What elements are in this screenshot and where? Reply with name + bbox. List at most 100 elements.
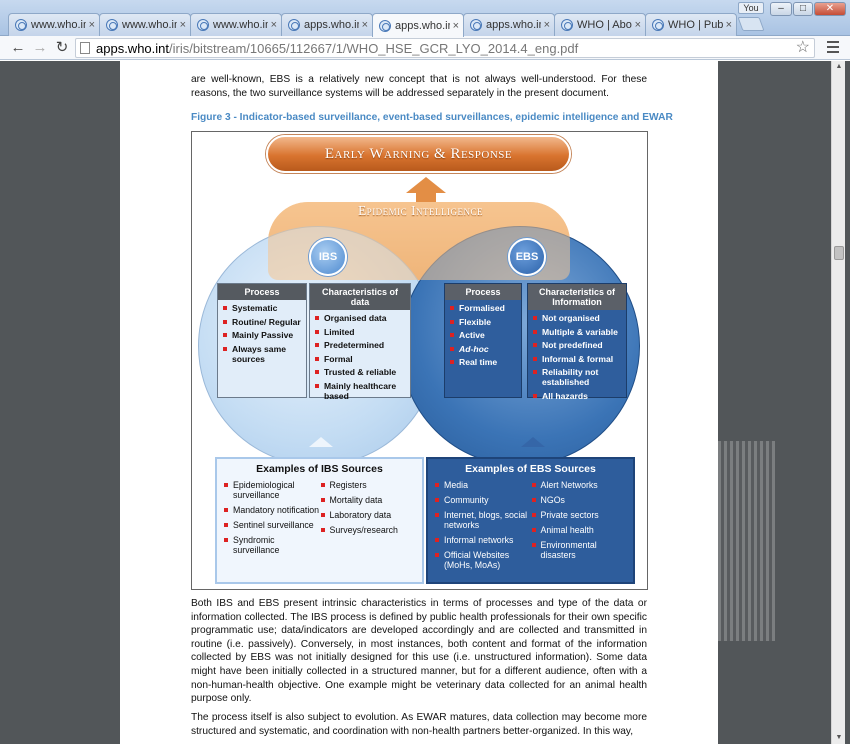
list-item: Animal health	[531, 525, 628, 535]
reload-icon[interactable]: ↻	[55, 39, 69, 56]
list-item: Syndromic surveillance	[223, 535, 320, 555]
list-item: NGOs	[531, 495, 628, 505]
list-item: Routine/ Regular	[222, 317, 304, 327]
page-icon	[80, 42, 90, 54]
list-item: Not organised	[532, 313, 624, 323]
list-item: Internet, blogs, social networks	[434, 510, 531, 530]
up-arrow-icon	[406, 177, 446, 193]
tab-title: www.who.int	[122, 19, 177, 31]
tab-8[interactable]: WHO | Publi ×	[645, 13, 737, 36]
list-item: Community	[434, 495, 531, 505]
tab-3[interactable]: www.who.int ×	[190, 13, 282, 36]
globe-icon	[15, 19, 27, 31]
tab-title: www.who.int	[31, 19, 86, 31]
ibs-badge: IBS	[309, 238, 347, 276]
paragraph-intro: are well-known, EBS is a relatively new …	[191, 74, 647, 99]
list-item: Mainly Passive	[222, 330, 304, 340]
box-title: Process	[445, 284, 521, 300]
list-item: Limited	[314, 327, 408, 337]
tab-title: www.who.int	[213, 19, 268, 31]
scrollbar-thumb[interactable]	[834, 246, 844, 260]
window-titlebar: www.who.int × www.who.int × www.who.int …	[0, 0, 850, 37]
close-icon[interactable]: ×	[634, 19, 641, 31]
close-icon[interactable]: ×	[88, 19, 95, 31]
vertical-scrollbar[interactable]: ▲ ▼	[831, 61, 845, 744]
close-icon[interactable]: ×	[179, 19, 186, 31]
globe-icon	[106, 19, 118, 31]
list-item: Predetermined	[314, 340, 408, 350]
user-profile-badge[interactable]: You	[738, 2, 764, 14]
list-item: Formalised	[449, 303, 519, 313]
ebs-sources-box: Examples of EBS Sources Media Community …	[426, 457, 635, 584]
back-arrow-icon[interactable]: ←	[10, 39, 26, 56]
list-item: Media	[434, 480, 531, 490]
tab-title: WHO | Publi	[668, 19, 723, 31]
pdf-viewer[interactable]: are well-known, EBS is a relatively new …	[0, 61, 850, 744]
close-icon[interactable]: ×	[543, 19, 550, 31]
list-item: All hazards	[532, 391, 624, 401]
box-title: Characteristics of data	[310, 284, 410, 310]
globe-icon	[561, 19, 573, 31]
close-icon[interactable]: ×	[270, 19, 277, 31]
early-warning-response-banner: Early Warning & Response	[266, 135, 571, 173]
paragraph-2: The process itself is also subject to ev…	[191, 712, 647, 737]
box-title: Characteristics of Information	[528, 284, 626, 310]
forward-arrow-icon[interactable]: →	[32, 39, 48, 56]
ebs-information-box: Characteristics of Information Not organ…	[527, 283, 627, 401]
url-host: apps.who.int	[96, 40, 169, 56]
tab-2[interactable]: www.who.int ×	[99, 13, 191, 36]
ebs-badge: EBS	[508, 238, 546, 276]
close-icon[interactable]: ×	[452, 19, 459, 32]
tab-1[interactable]: www.who.int ×	[8, 13, 100, 36]
list-item: Sentinel surveillance	[223, 520, 320, 530]
close-icon[interactable]: ×	[725, 19, 732, 31]
tab-7[interactable]: WHO | About ×	[554, 13, 646, 36]
list-item: Not predefined	[532, 340, 624, 350]
scroll-up-arrow-icon[interactable]: ▲	[835, 63, 843, 70]
scroll-down-arrow-icon[interactable]: ▼	[835, 734, 843, 741]
globe-icon	[652, 19, 664, 31]
list-item: Ad-hoc	[449, 344, 519, 354]
new-tab-button[interactable]	[737, 17, 765, 31]
close-window-button[interactable]: ✕	[814, 2, 846, 16]
list-item: Systematic	[222, 303, 304, 313]
star-icon[interactable]: ☆	[795, 39, 810, 56]
list-item: Always same sources	[222, 344, 304, 364]
ibs-data-box: Characteristics of data Organised data L…	[309, 283, 411, 401]
ibs-process-box: Process Systematic Routine/ Regular Main…	[217, 283, 307, 398]
tab-4[interactable]: apps.who.int ×	[281, 13, 373, 36]
list-item: Mandatory notification	[223, 505, 320, 515]
hamburger-menu-icon[interactable]	[824, 38, 842, 56]
sources-title: Examples of EBS Sources	[465, 463, 596, 475]
list-item: Informal & formal	[532, 354, 624, 364]
list-item: Informal networks	[434, 535, 531, 545]
list-item: Private sectors	[531, 510, 628, 520]
close-icon[interactable]: ×	[361, 19, 368, 31]
tab-title: apps.who.int	[304, 19, 359, 31]
minimize-button[interactable]: –	[770, 2, 792, 16]
figure-caption: Figure 3 - Indicator-based surveillance,…	[191, 112, 673, 123]
ibs-sources-box: Examples of IBS Sources Epidemiological …	[215, 457, 424, 584]
paragraph-1: Both IBS and EBS present intrinsic chara…	[191, 598, 647, 705]
tab-5-active[interactable]: apps.who.int ×	[372, 13, 464, 37]
list-item: Mainly healthcare based	[314, 381, 408, 401]
browser-toolbar: ← → ↻ apps.who.int /iris/bitstream/10665…	[0, 36, 850, 60]
up-arrow-icon	[309, 437, 333, 447]
up-arrow-stem	[416, 192, 436, 204]
banner-label: Early Warning & Response	[324, 145, 513, 162]
ebs-process-box: Process Formalised Flexible Active Ad-ho…	[444, 283, 522, 398]
epidemic-intelligence-label: Epidemic Intelligence	[357, 203, 484, 218]
list-item: Official Websites (MoHs, MoAs)	[434, 550, 531, 570]
globe-icon	[470, 19, 482, 31]
list-item: Environmental disasters	[531, 540, 628, 560]
list-item: Alert Networks	[531, 480, 628, 490]
list-item: Formal	[314, 354, 408, 364]
box-title: Process	[218, 284, 306, 300]
maximize-button[interactable]: □	[793, 2, 813, 16]
address-bar[interactable]: apps.who.int /iris/bitstream/10665/11266…	[75, 38, 815, 58]
list-item: Reliability not established	[532, 367, 624, 387]
list-item: Organised data	[314, 313, 408, 323]
list-item: Active	[449, 330, 519, 340]
tab-title: apps.who.int	[486, 19, 541, 31]
tab-6[interactable]: apps.who.int ×	[463, 13, 555, 36]
